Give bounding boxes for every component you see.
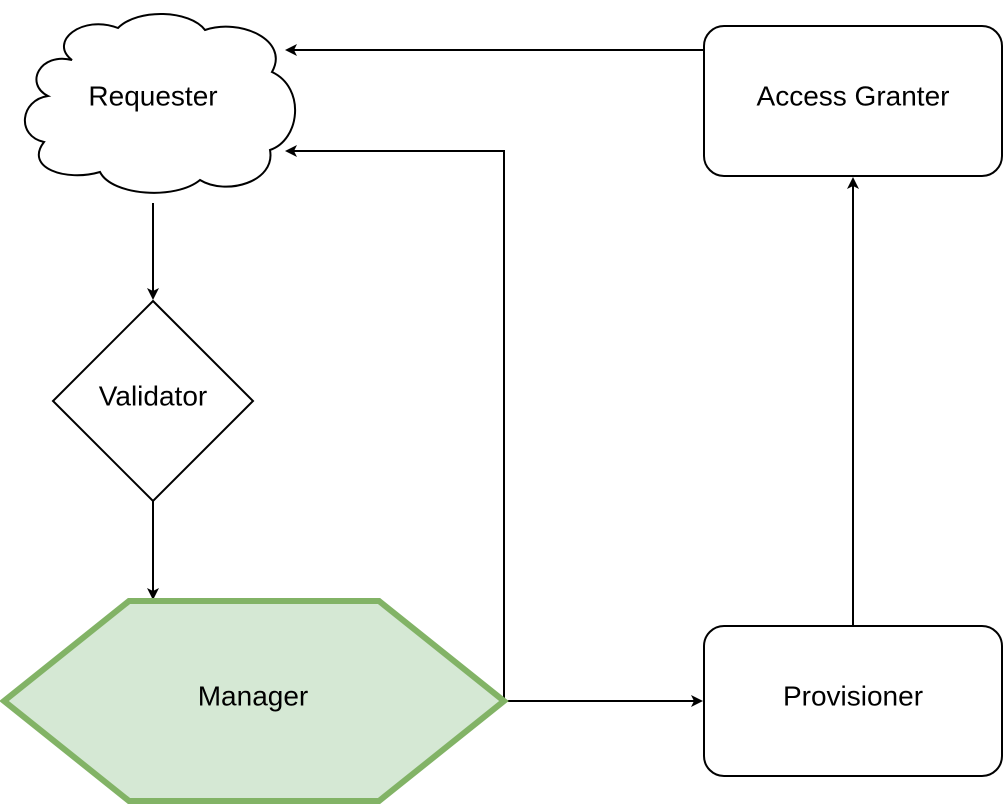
- edges: [147, 44, 859, 707]
- node-validator: Validator: [51, 299, 255, 503]
- rounded-rect-shape: [703, 625, 1003, 777]
- node-manager: Manager: [0, 598, 509, 804]
- access-granter-label: Access Granter: [757, 80, 950, 111]
- diamond-shape: [51, 299, 255, 503]
- manager-label: Manager: [198, 680, 309, 711]
- edge-manager-to-requester: [285, 145, 505, 701]
- node-access-granter: Access Granter: [703, 25, 1003, 177]
- requester-label: Requester: [88, 80, 217, 111]
- rounded-rect-shape: [703, 25, 1003, 177]
- node-provisioner: Provisioner: [703, 625, 1003, 777]
- validator-label: Validator: [99, 380, 207, 411]
- node-requester: Requester: [24, 12, 296, 194]
- hexagon-shape: [0, 598, 509, 804]
- cloud-shape: [24, 12, 296, 194]
- provisioner-label: Provisioner: [783, 680, 923, 711]
